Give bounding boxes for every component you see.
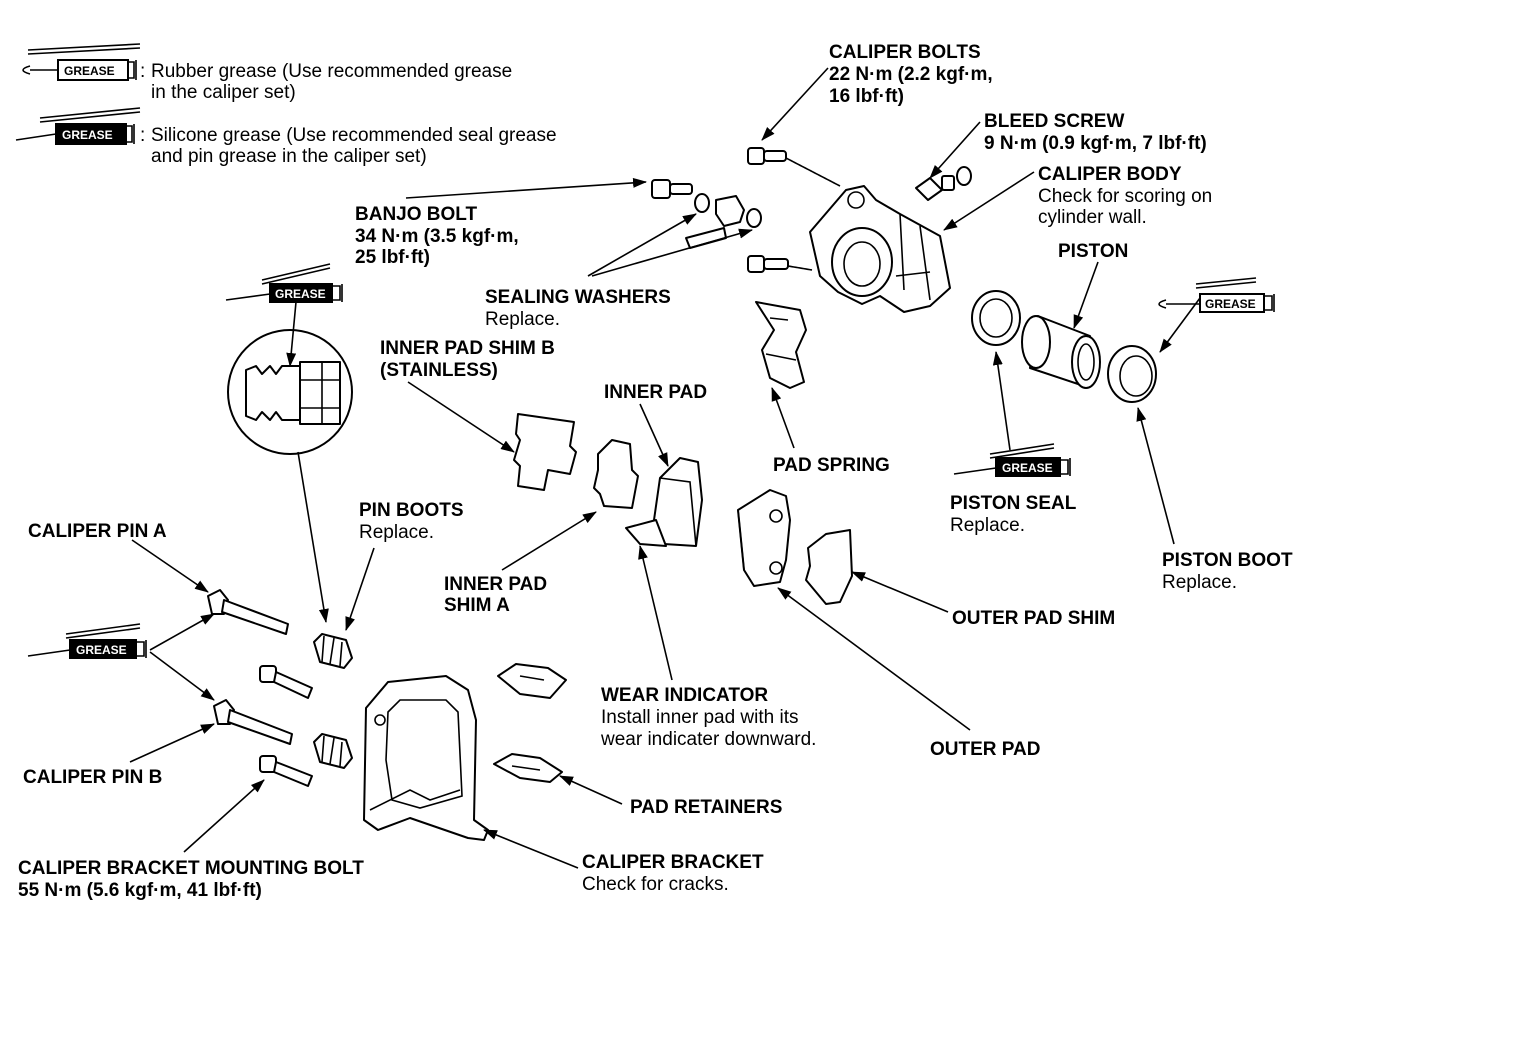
caliper-body-note2: cylinder wall. [1038,207,1147,228]
silicone-grease-icon-piston-seal: GREASE [953,443,1071,477]
label-caliper-body: CALIPER BODY Check for scoring on cylind… [1038,164,1212,228]
caliper-bracket [363,675,489,841]
label-outer-pad: OUTER PAD [930,739,1040,760]
label-outer-pad-shim: OUTER PAD SHIM [952,608,1115,629]
bleed-screw-torque: 9 N·m (0.9 kgf·m, 7 lbf·ft) [984,133,1207,154]
label-caliper-bolts: CALIPER BOLTS 22 N·m (2.2 kgf·m, 16 lbf·… [829,42,993,107]
legend-colon-rubber: : [140,61,145,82]
outer-pad-shim [805,529,853,605]
caliper-body-title: CALIPER BODY [1038,164,1182,185]
label-caliper-pin-a: CALIPER PIN A [28,521,167,542]
piston-boot-note: Replace. [1162,572,1237,593]
label-caliper-bracket: CALIPER BRACKET Check for cracks. [582,852,764,895]
grease-tag: GREASE [1002,461,1053,475]
rubber-grease-icon-piston-boot: GREASE [1158,277,1275,313]
inner-pad-shim-b-title: INNER PAD SHIM B [380,338,555,359]
bleed-screw-title: BLEED SCREW [984,111,1124,132]
label-bleed-screw: BLEED SCREW 9 N·m (0.9 kgf·m, 7 lbf·ft) [984,111,1207,154]
inner-pad-shim-a [593,439,639,509]
caliper-pin-a [207,589,289,635]
pin-boot-upper [313,633,353,669]
label-caliper-pin-b: CALIPER PIN B [23,767,162,788]
caliper-pin-b [213,699,293,745]
piston-seal-title: PISTON SEAL [950,493,1077,514]
piston-boot-title: PISTON BOOT [1162,550,1293,571]
label-caliper-bracket-mounting-bolt: CALIPER BRACKET MOUNTING BOLT 55 N·m (5.… [18,858,364,901]
caliper-body [809,185,951,313]
piston [1021,315,1101,389]
pin-boots-note: Replace. [359,522,434,543]
caliper-bolt-upper [747,147,787,165]
banjo-bolt-torque2: 25 lbf·ft) [355,247,430,268]
bracket-bolt-torque: 55 N·m (5.6 kgf·m, 41 lbf·ft) [18,880,262,901]
sealing-washers-title: SEALING WASHERS [485,287,671,308]
sealing-washer-2 [746,208,762,228]
caliper-bolt-lower [747,255,789,273]
caliper-bracket-title: CALIPER BRACKET [582,852,764,873]
grease-tag: GREASE [275,287,326,301]
caliper-bracket-bolt-upper [259,665,313,699]
inner-pad-shim-b-note: (STAINLESS) [380,360,498,381]
banjo-bolt-torque: 34 N·m (3.5 kgf·m, [355,226,519,247]
rubber-grease-tube-icon: GREASE [22,43,141,81]
label-pin-boots: PIN BOOTS Replace. [359,500,464,543]
label-wear-indicator: WEAR INDICATOR Install inner pad with it… [600,685,816,750]
label-piston-seal: PISTON SEAL Replace. [950,493,1077,536]
grease-tag: GREASE [62,128,113,142]
label-inner-pad-shim-a: INNER PAD SHIM A [444,574,547,616]
wear-indicator-note1: Install inner pad with its [601,707,799,728]
pad-spring [755,301,807,389]
wear-indicator-title: WEAR INDICATOR [601,685,768,706]
legend-colon-silicone: : [140,125,145,146]
caliper-bracket-note: Check for cracks. [582,874,729,895]
grease-tag: GREASE [1205,297,1256,311]
legend-rubber-line1: Rubber grease (Use recommended grease [151,61,512,82]
silicone-grease-tube-icon: GREASE [15,107,141,145]
label-inner-pad: INNER PAD [604,382,707,403]
caliper-bracket-bolt-lower [259,755,313,787]
piston-boot [1107,345,1157,403]
label-piston-boot: PISTON BOOT Replace. [1162,550,1293,593]
banjo-bolt-title: BANJO BOLT [355,204,477,225]
pin-boots-title: PIN BOOTS [359,500,464,521]
bracket-bolt-title: CALIPER BRACKET MOUNTING BOLT [18,858,364,879]
silicone-grease-icon-pinboot: GREASE [225,263,343,303]
inner-pad [625,457,703,547]
grease-tag: GREASE [76,643,127,657]
legend-silicone-line1: Silicone grease (Use recommended seal gr… [151,125,557,146]
caliper-bolts-torque2: 16 lbf·ft) [829,86,904,107]
bleed-screw [915,166,972,201]
label-piston: PISTON [1058,241,1128,262]
wear-indicator-note2: wear indicater downward. [600,729,816,750]
inner-pad-shim-a-line1: INNER PAD [444,574,547,595]
piston-seal-note: Replace. [950,515,1025,536]
label-pad-retainers: PAD RETAINERS [630,797,782,818]
banjo-bolt [651,179,693,199]
caliper-bolts-title: CALIPER BOLTS [829,42,981,63]
label-pad-spring: PAD SPRING [773,455,890,476]
label-banjo-bolt: BANJO BOLT 34 N·m (3.5 kgf·m, 25 lbf·ft) [355,204,519,268]
pin-boot-detail-inset [227,329,353,455]
pad-retainer-upper [497,663,567,699]
pad-retainer-lower [493,753,563,783]
caliper-bolts-torque: 22 N·m (2.2 kgf·m, [829,64,993,85]
inner-pad-shim-a-line2: SHIM A [444,595,510,616]
silicone-grease-icon-pins: GREASE [27,623,147,659]
label-inner-pad-shim-b: INNER PAD SHIM B (STAINLESS) [380,338,555,381]
sealing-washer-1 [694,193,710,213]
inner-pad-shim-b [513,413,577,491]
piston-seal [971,290,1021,346]
pin-boot-lower [313,733,353,769]
label-sealing-washers: SEALING WASHERS Replace. [485,287,671,330]
legend-silicone-line2: and pin grease in the caliper set) [151,146,427,167]
legend-rubber-line2: in the caliper set) [151,82,296,103]
grease-tag: GREASE [64,64,115,78]
sealing-washers-note: Replace. [485,309,560,330]
caliper-body-note1: Check for scoring on [1038,186,1212,207]
outer-pad [737,489,791,587]
leader-lines [129,67,1201,869]
